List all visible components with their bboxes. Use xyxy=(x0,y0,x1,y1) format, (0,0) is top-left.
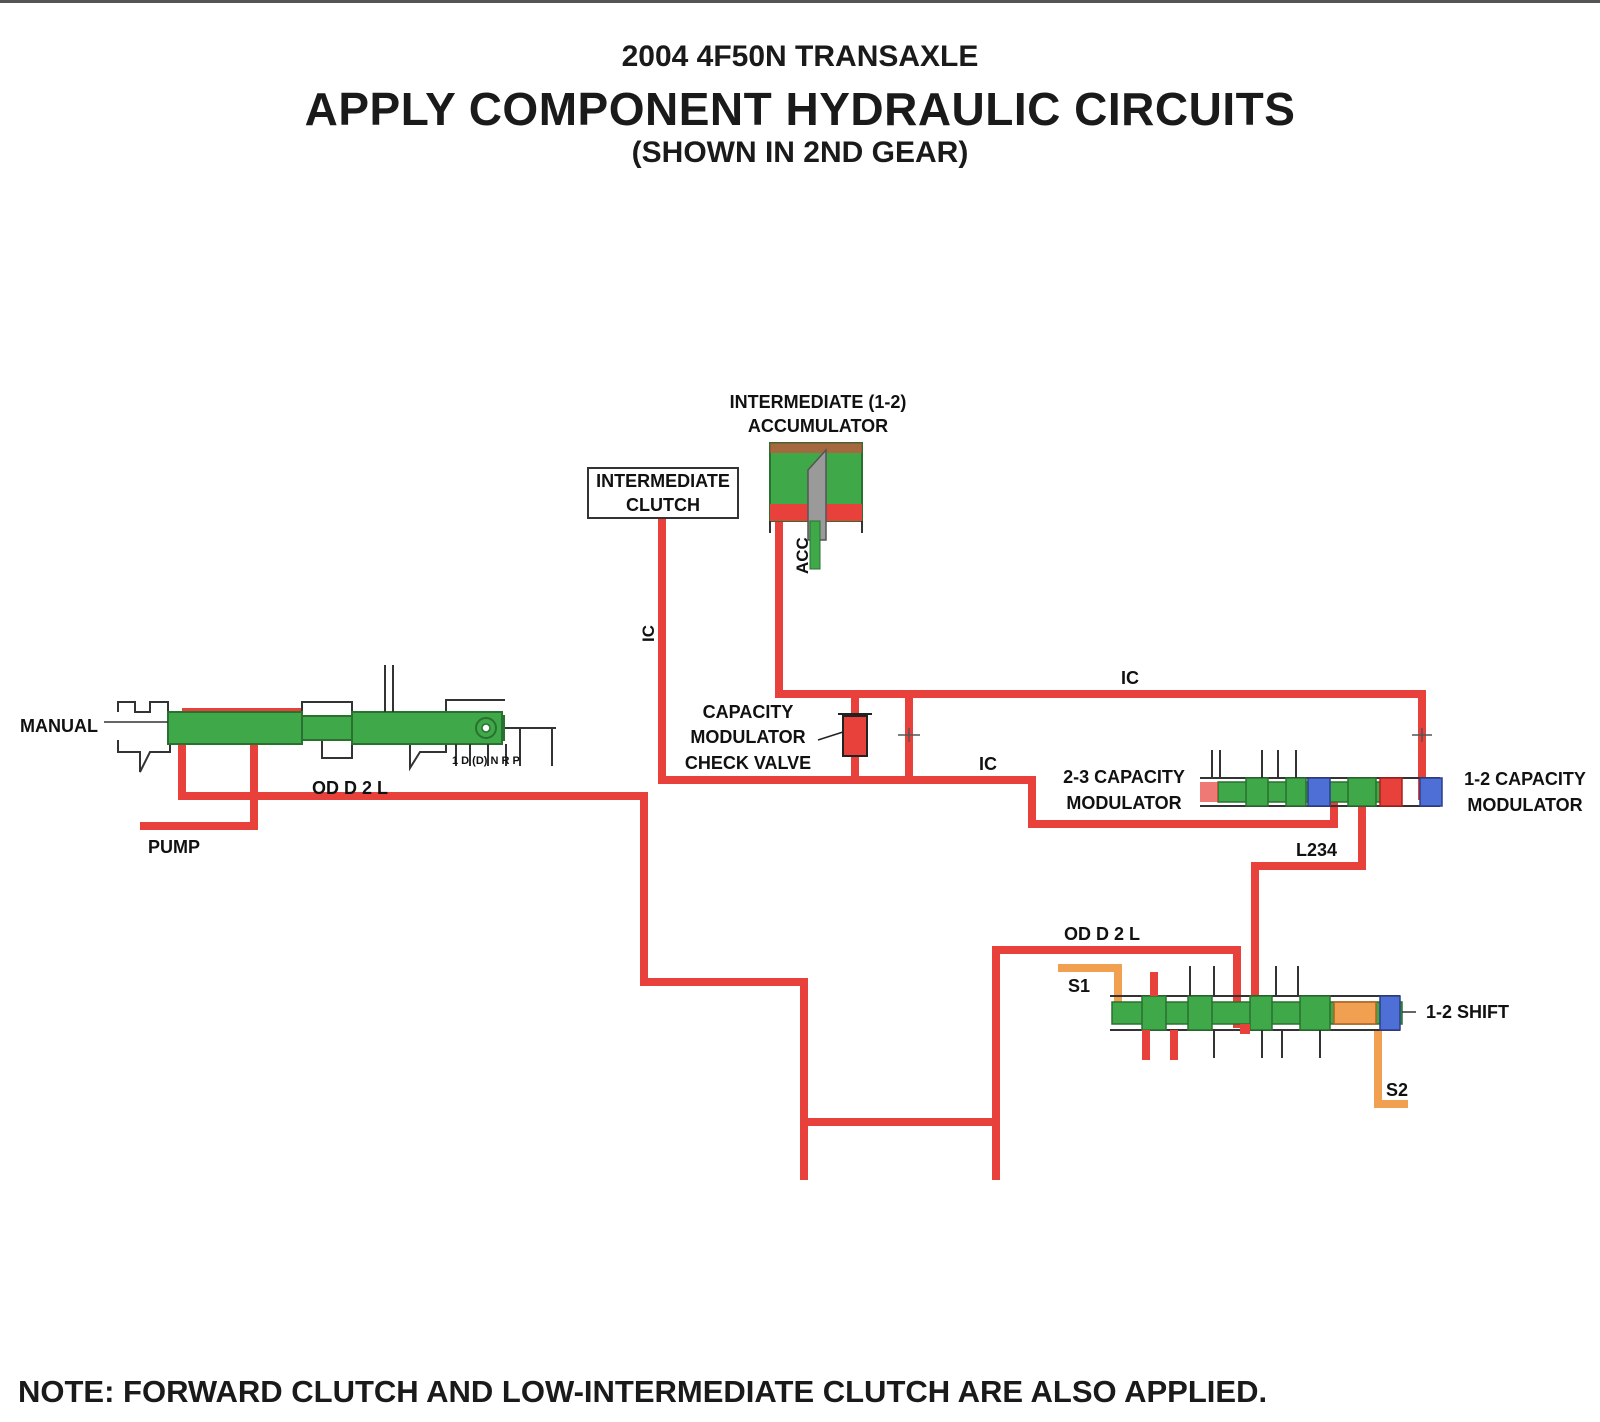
diagram-subtitle-gear: (SHOWN IN 2ND GEAR) xyxy=(631,136,969,169)
label-cap12-1: 1-2 CAPACITY xyxy=(1464,769,1586,789)
label-cap-check-1: CAPACITY xyxy=(703,702,794,722)
valve-2-3-land xyxy=(1245,777,1269,807)
diagram-title: APPLY COMPONENT HYDRAULIC CIRCUITS xyxy=(304,83,1296,135)
valve-1-2-land xyxy=(1347,777,1377,807)
intermediate-clutch-box xyxy=(587,467,739,519)
valve-2-3-red xyxy=(1200,782,1218,802)
shift-red-port xyxy=(1142,1030,1150,1060)
label-accumulator-2: ACCUMULATOR xyxy=(748,416,888,436)
label-cap-check-2: MODULATOR xyxy=(690,727,805,747)
valve-1-2-red xyxy=(1379,777,1403,807)
capacity-modulator-check-valve xyxy=(817,713,872,757)
accumulator-line xyxy=(775,518,1426,800)
label-cap-check-3: CHECK VALVE xyxy=(685,753,811,773)
manual-valve-land xyxy=(167,711,303,745)
label-cap12-2: MODULATOR xyxy=(1467,795,1582,815)
intermediate-accumulator xyxy=(769,442,863,570)
diagram-labels: INTERMEDIATE (1-2) ACCUMULATOR INTERMEDI… xyxy=(20,392,1586,1100)
manual-valve-bore-outline-lower xyxy=(117,739,505,773)
shift-land xyxy=(1249,995,1273,1031)
orifice-marks xyxy=(898,728,1432,742)
shift-land xyxy=(1299,995,1331,1031)
od-d2l-main-line xyxy=(178,720,808,1180)
ic-clutch-line xyxy=(658,518,909,784)
label-int-clutch-1: INTERMEDIATE xyxy=(596,471,730,491)
check-valve-leader xyxy=(817,731,844,741)
top-rule xyxy=(0,0,1600,3)
label-manual: MANUAL xyxy=(20,716,98,736)
valve-spring-blue xyxy=(1307,777,1331,807)
manual-valve-bore-outline xyxy=(117,699,505,713)
label-positions: 1 D (D) N R P xyxy=(452,755,520,767)
label-od-d2l-right: OD D 2 L xyxy=(1064,924,1140,944)
footer-note: NOTE: FORWARD CLUTCH AND LOW-INTERMEDIAT… xyxy=(18,1374,1268,1409)
label-s1: S1 xyxy=(1068,976,1090,996)
s2-solenoid-line xyxy=(1374,1030,1408,1108)
ic-mid-line xyxy=(855,776,1338,828)
label-pump: PUMP xyxy=(148,837,200,857)
manual-valve xyxy=(104,665,556,773)
label-int-clutch-2: CLUTCH xyxy=(626,495,700,515)
label-od-d2l-left: OD D 2 L xyxy=(312,778,388,798)
s1-solenoid-line xyxy=(1058,964,1122,1014)
pump-line xyxy=(140,728,258,830)
manual-valve-pin xyxy=(481,723,491,733)
label-acc: ACC xyxy=(793,537,812,574)
label-ic-mid: IC xyxy=(979,754,997,774)
capacity-modulator-valve xyxy=(1200,750,1443,807)
fluid-lines xyxy=(140,518,1426,1180)
od-d2l-right-line xyxy=(992,946,1241,1180)
valve-spring-blue xyxy=(1419,777,1443,807)
label-ic-top: IC xyxy=(1121,668,1139,688)
shift-valve-1-2 xyxy=(1058,964,1416,1108)
shift-land xyxy=(1141,995,1167,1031)
accumulator-cap xyxy=(770,443,862,453)
label-accumulator-1: INTERMEDIATE (1-2) xyxy=(730,392,907,412)
label-cap23-2: MODULATOR xyxy=(1066,793,1181,813)
label-s2: S2 xyxy=(1386,1080,1408,1100)
accumulator-piston xyxy=(807,448,827,541)
diagram-subtitle-transaxle: 2004 4F50N TRANSAXLE xyxy=(621,40,979,73)
shift-red-port xyxy=(1170,1030,1178,1060)
shift-orange-plug xyxy=(1333,1001,1377,1025)
shift-red-port xyxy=(1240,1024,1250,1034)
od-d2l-branch-line xyxy=(804,1118,1000,1180)
shift-spring-blue xyxy=(1379,995,1401,1031)
intermediate-clutch xyxy=(587,467,739,519)
label-ic-vertical: IC xyxy=(639,625,658,642)
label-shift12: 1-2 SHIFT xyxy=(1426,1002,1509,1022)
shift-red-port xyxy=(1150,972,1158,996)
shift-land xyxy=(1187,995,1213,1031)
l234-line xyxy=(1251,800,1366,1000)
valve-2-3-land xyxy=(1285,777,1307,807)
label-cap23-1: 2-3 CAPACITY xyxy=(1063,767,1185,787)
label-l234: L234 xyxy=(1296,840,1337,860)
acc-green-line xyxy=(809,520,821,570)
check-valve-body xyxy=(842,715,868,757)
